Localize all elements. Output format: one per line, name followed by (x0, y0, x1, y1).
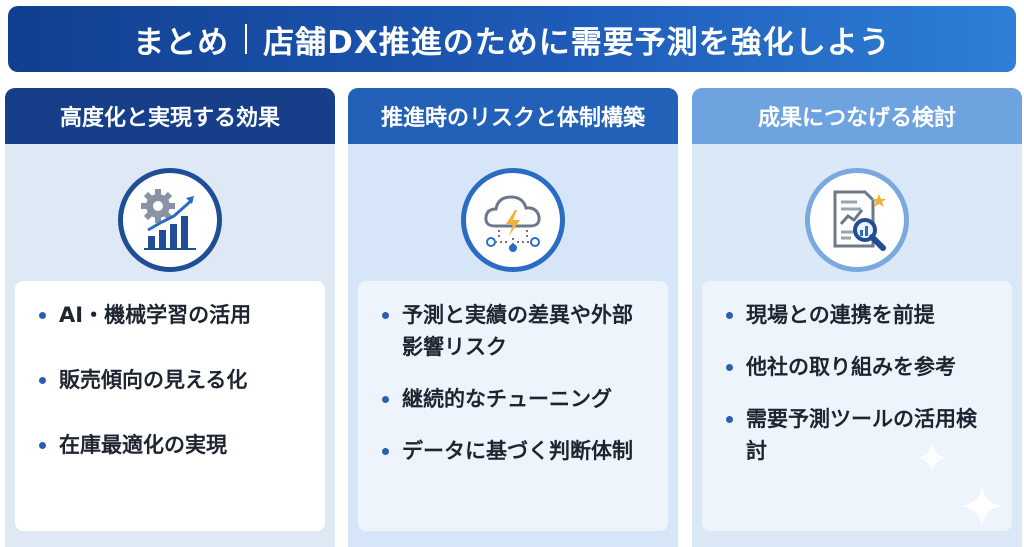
list-item: 販売傾向の見える化 (37, 364, 307, 396)
column-results: 成果につなげる検討 現場との連携を前提 他社の取り組みを参考 需要予測ツールの活… (692, 88, 1022, 547)
list-item: AI・機械学習の活用 (37, 299, 307, 331)
sparkle-icon (962, 486, 1002, 526)
list-item: 継続的なチューニング (380, 383, 650, 415)
list-item: 需要予測ツールの活用検討 (724, 403, 994, 467)
list-item: 現場との連携を前提 (724, 299, 994, 331)
gear-chart-icon (118, 168, 222, 272)
title-banner: まとめ 店舗DX推進のために需要予測を強化しよう (8, 6, 1016, 72)
bullet-card: 現場との連携を前提 他社の取り組みを参考 需要予測ツールの活用検討 (702, 281, 1012, 531)
list-item: 予測と実績の差異や外部影響リスク (380, 299, 650, 363)
banner-title: 店舗DX推進のために需要予測を強化しよう (263, 24, 891, 61)
column-header: 推進時のリスクと体制構築 (348, 88, 678, 144)
list-item: 他社の取り組みを参考 (724, 351, 994, 383)
list-item: 在庫最適化の実現 (37, 429, 307, 461)
banner-label: まとめ (133, 24, 230, 61)
column-effects: 高度化と実現する効果 (5, 88, 335, 547)
banner-divider (245, 24, 248, 54)
list-item: データに基づく判断体制 (380, 435, 650, 467)
column-header: 高度化と実現する効果 (5, 88, 335, 144)
column-risks: 推進時のリスクと体制構築 予測と実績の差異や外部影響リスク 継続的なチューニング… (348, 88, 678, 547)
bullet-card: AI・機械学習の活用 販売傾向の見える化 在庫最適化の実現 (15, 281, 325, 531)
column-header: 成果につなげる検討 (692, 88, 1022, 144)
bullet-card: 予測と実績の差異や外部影響リスク 継続的なチューニング データに基づく判断体制 (358, 281, 668, 531)
sparkle-icon (917, 443, 947, 473)
cloud-lightning-icon (461, 168, 565, 272)
report-magnifier-icon (805, 168, 909, 272)
